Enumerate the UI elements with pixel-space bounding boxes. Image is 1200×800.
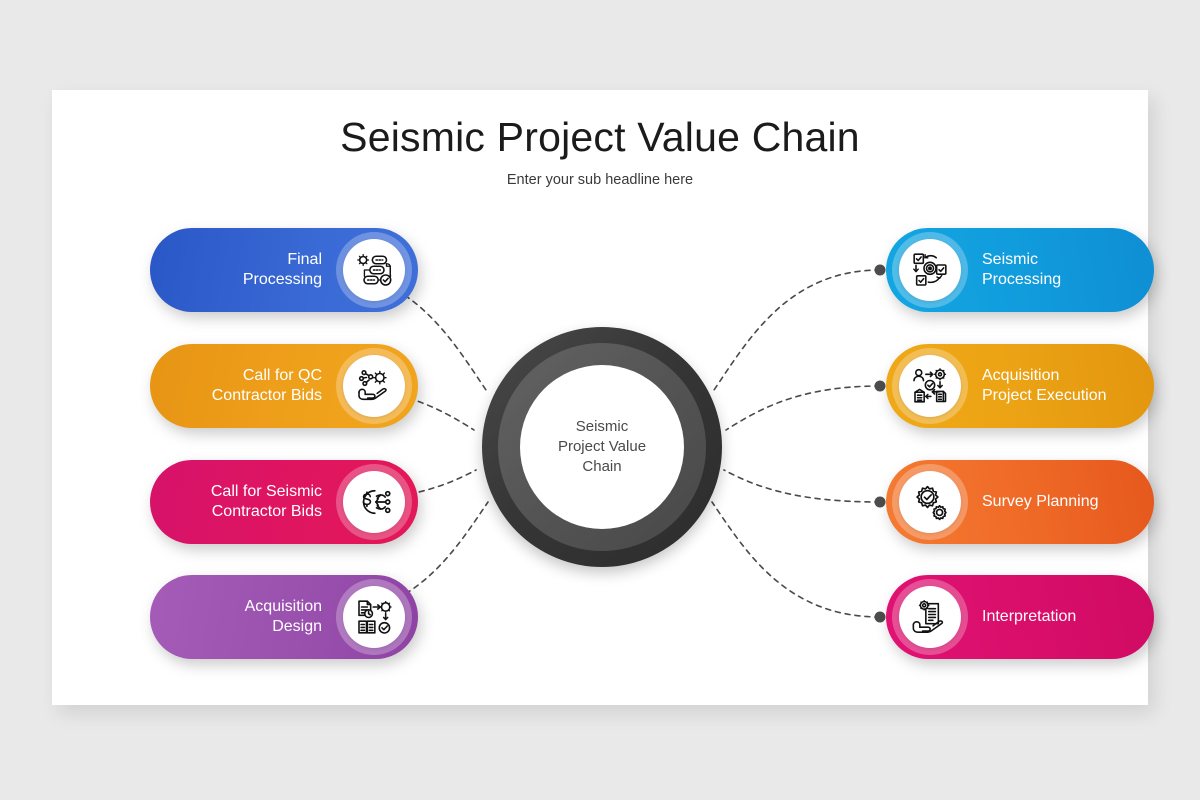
icon-halo bbox=[892, 579, 968, 655]
icon-halo bbox=[892, 232, 968, 308]
document-gear-flow-icon bbox=[343, 586, 405, 648]
pill-label: Survey Planning bbox=[982, 492, 1099, 510]
pill-final-processing[interactable]: Final Processing bbox=[150, 228, 418, 312]
page-subtitle: Enter your sub headline here bbox=[506, 172, 694, 188]
pill-label: Seismic Processing bbox=[982, 250, 1062, 288]
pill-seismic-processing[interactable]: Seismic Processing bbox=[886, 228, 1154, 312]
pill-survey-planning[interactable]: Survey Planning bbox=[886, 460, 1154, 544]
pill-interpretation[interactable]: Interpretation bbox=[886, 575, 1154, 659]
person-gear-document-cycle-icon bbox=[899, 355, 961, 417]
pill-label: Call for QC Contractor Bids bbox=[211, 366, 322, 404]
hub-label: Seismic Project Value Chain bbox=[557, 417, 647, 476]
dollar-gear-network-icon bbox=[343, 471, 405, 533]
icon-halo bbox=[892, 348, 968, 424]
connector-right-2 bbox=[725, 385, 881, 431]
slide-card: Seismic Project Value Chain Enter your s… bbox=[52, 90, 1154, 705]
hub-center: Seismic Project Value Chain bbox=[520, 365, 684, 529]
gear-check-icon bbox=[899, 471, 961, 533]
icon-halo bbox=[336, 464, 412, 540]
connector-dot-right-2 bbox=[874, 380, 886, 392]
pill-call-for-seismic-contractor-bids[interactable]: Call for Seismic Contractor Bids bbox=[150, 460, 418, 544]
pill-label: Acquisition Design bbox=[244, 597, 322, 635]
connector-right-3 bbox=[723, 469, 881, 503]
pill-label: Acquisition Project Execution bbox=[982, 366, 1107, 404]
connector-dot-right-1 bbox=[874, 264, 886, 276]
hand-document-gear-icon bbox=[899, 586, 961, 648]
pill-acquisition-project-execution[interactable]: Acquisition Project Execution bbox=[886, 344, 1154, 428]
workflow-gear-icon bbox=[343, 239, 405, 301]
center-hub[interactable]: Seismic Project Value Chain bbox=[482, 327, 722, 567]
icon-halo bbox=[892, 464, 968, 540]
icon-halo bbox=[336, 579, 412, 655]
hand-gear-network-icon bbox=[343, 355, 405, 417]
connector-right-4 bbox=[711, 501, 881, 618]
page-title: Seismic Project Value Chain bbox=[340, 114, 860, 160]
pill-label: Interpretation bbox=[982, 607, 1077, 625]
connector-right-1 bbox=[713, 269, 881, 391]
connector-dot-right-4 bbox=[874, 611, 886, 623]
pill-call-for-qc-contractor-bids[interactable]: Call for QC Contractor Bids bbox=[150, 344, 418, 428]
icon-halo bbox=[336, 348, 412, 424]
checkbox-cycle-target-icon bbox=[899, 239, 961, 301]
connector-dot-right-3 bbox=[874, 496, 886, 508]
pill-label: Call for Seismic Contractor Bids bbox=[210, 482, 322, 520]
pill-acquisition-design[interactable]: Acquisition Design bbox=[150, 575, 418, 659]
icon-halo bbox=[336, 232, 412, 308]
pill-label: Final Processing bbox=[242, 250, 322, 288]
